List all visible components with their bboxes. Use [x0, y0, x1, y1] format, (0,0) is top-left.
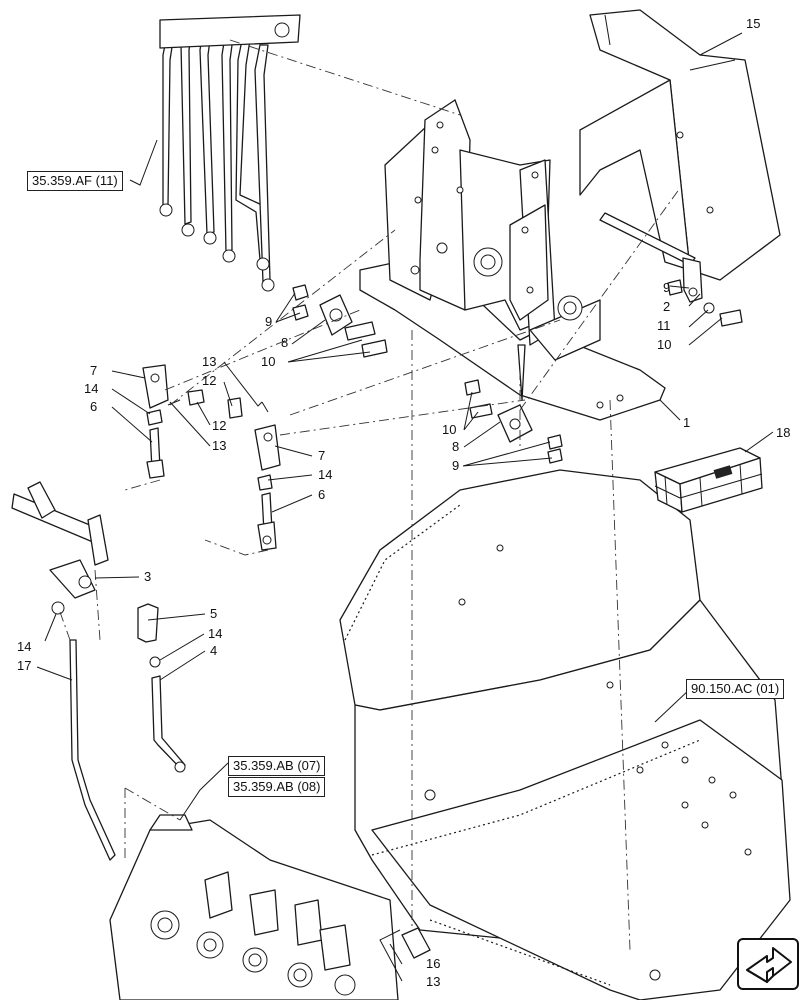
callout-4: 4 — [210, 643, 217, 658]
callout-7: 7 — [90, 363, 97, 378]
callout-14: 14 — [208, 626, 222, 641]
fender-assembly — [339, 469, 791, 1000]
lower-linkage-parts — [51, 601, 186, 861]
reference-35-359-af-11[interactable]: 35.359.AF (11) — [27, 171, 123, 191]
callout-8: 8 — [452, 439, 459, 454]
bracket-hardware — [292, 279, 743, 464]
cross-shaft-part-3 — [11, 481, 109, 599]
callout-10: 10 — [261, 354, 275, 369]
callout-13: 13 — [212, 438, 226, 453]
callout-5: 5 — [210, 606, 217, 621]
callout-9: 9 — [452, 458, 459, 473]
callout-14: 14 — [318, 467, 332, 482]
reference-90-150-ac-01[interactable]: 90.150.AC (01) — [686, 679, 785, 699]
cover-part-15 — [579, 9, 781, 281]
callout-13: 13 — [426, 974, 440, 989]
callout-2: 2 — [663, 299, 670, 314]
callout-12: 12 — [202, 373, 216, 388]
shaft-part-2 — [599, 212, 703, 303]
callout-3: 3 — [144, 569, 151, 584]
callout-10: 10 — [442, 422, 456, 437]
valve-block — [109, 814, 399, 1000]
callout-11: 11 — [657, 318, 671, 333]
callout-16: 16 — [426, 956, 440, 971]
next-page-arrow-icon — [746, 947, 792, 984]
callout-15: 15 — [746, 16, 760, 31]
next-page-button[interactable] — [737, 938, 799, 990]
callout-12: 12 — [212, 418, 226, 433]
reference-35-359-ab-07[interactable]: 35.359.AB (07) — [228, 756, 326, 776]
callout-1: 1 — [683, 415, 690, 430]
bracket-part-1 — [359, 99, 666, 421]
callout-13: 13 — [202, 354, 216, 369]
callout-8: 8 — [281, 335, 288, 350]
callout-9: 9 — [265, 314, 272, 329]
leader-lines — [36, 32, 774, 982]
linkage-rods — [159, 14, 301, 292]
callout-14: 14 — [84, 381, 98, 396]
callout-labels: 15 1 9 2 11 10 9 8 10 10 8 9 7 14 6 13 1… — [17, 16, 790, 989]
crate-part-18 — [654, 447, 763, 513]
pin-part-16 — [401, 927, 431, 959]
callout-17: 17 — [17, 658, 31, 673]
callout-18: 18 — [776, 425, 790, 440]
center-lines — [59, 39, 681, 951]
reference-35-359-ab-08[interactable]: 35.359.AB (08) — [228, 777, 326, 797]
callout-9: 9 — [663, 280, 670, 295]
callout-10: 10 — [657, 337, 671, 352]
callout-6: 6 — [90, 399, 97, 414]
clevis-assemblies — [142, 364, 281, 551]
callout-14: 14 — [17, 639, 31, 654]
callout-6: 6 — [318, 487, 325, 502]
callout-7: 7 — [318, 448, 325, 463]
